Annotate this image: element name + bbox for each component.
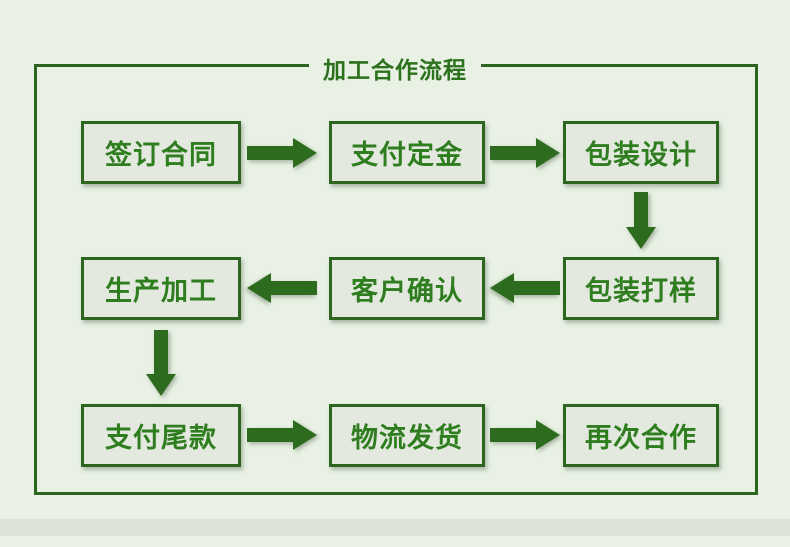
flowchart-title: 加工合作流程 [309,55,481,85]
flow-step-label: 支付定金 [351,140,463,170]
arrow-head [536,420,560,450]
flow-step-packaging-sample: 包装打样 [563,257,719,320]
arrow-head [536,138,560,168]
arrow-right-icon [490,420,560,450]
arrow-shaft [512,281,560,295]
arrow-head [490,273,514,303]
flow-step-label: 再次合作 [585,423,697,453]
flow-step-pay-deposit: 支付定金 [329,121,485,184]
flow-step-pay-balance: 支付尾款 [81,404,241,467]
arrow-right-icon [247,138,317,168]
arrow-head [247,273,271,303]
arrow-head [293,138,317,168]
flow-step-label: 生产加工 [105,276,217,306]
arrow-down-icon [146,330,176,396]
flow-step-customer-confirm: 客户确认 [329,257,485,320]
arrow-shaft [247,428,295,442]
flow-step-label: 物流发货 [351,423,463,453]
arrow-right-icon [490,138,560,168]
flow-step-label: 支付尾款 [105,423,217,453]
arrow-shaft [490,428,538,442]
arrow-left-icon [247,273,317,303]
arrow-down-icon [626,192,656,249]
arrow-shaft [154,330,168,376]
flowchart-title-row: 加工合作流程 [0,55,790,89]
arrow-shaft [247,146,295,160]
arrow-shaft [269,281,317,295]
flow-step-label: 包装打样 [585,276,697,306]
flow-step-label: 签订合同 [105,140,217,170]
arrow-shaft [490,146,538,160]
flow-step-label: 包装设计 [585,140,697,170]
arrow-left-icon [490,273,560,303]
flow-step-repeat-cooperation: 再次合作 [563,404,719,467]
flow-step-packaging-design: 包装设计 [563,121,719,184]
arrow-right-icon [247,420,317,450]
arrow-shaft [634,192,648,229]
flow-step-logistics-delivery: 物流发货 [329,404,485,467]
bottom-strip [0,519,790,536]
arrow-head [293,420,317,450]
flow-step-sign-contract: 签订合同 [81,121,241,184]
arrow-head [146,374,176,396]
arrow-head [626,227,656,249]
flow-step-production: 生产加工 [81,257,241,320]
flow-step-label: 客户确认 [351,276,463,306]
